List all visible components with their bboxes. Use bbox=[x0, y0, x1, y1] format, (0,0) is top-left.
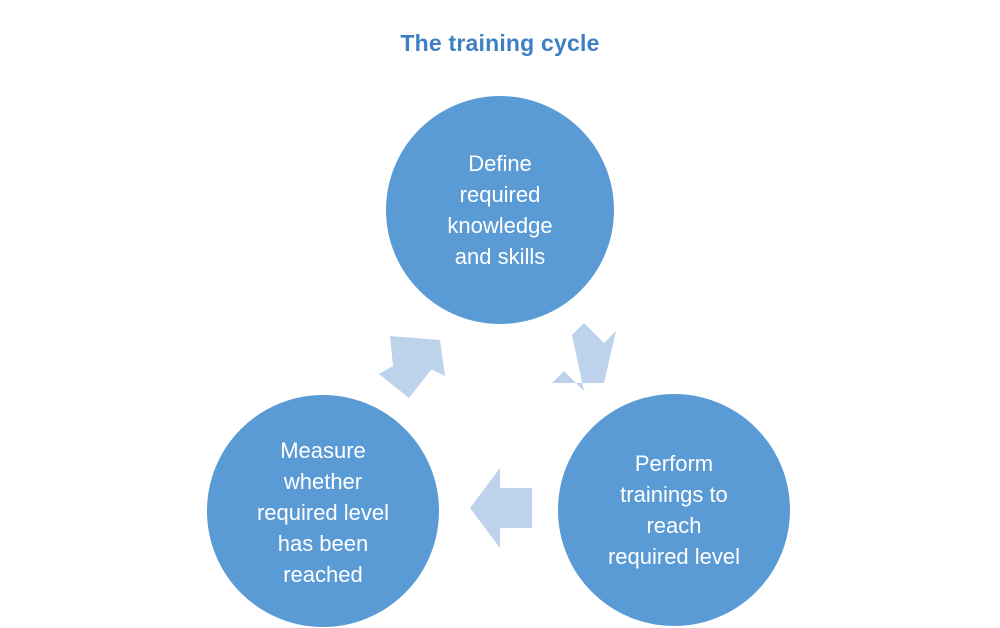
node-measure-line: required level bbox=[256, 499, 390, 525]
arrow-define-to-perform bbox=[552, 323, 616, 391]
node-define-line: required bbox=[459, 182, 541, 207]
node-define-line: knowledge bbox=[447, 213, 553, 238]
node-measure-text: Measure whether required level has been … bbox=[218, 432, 428, 592]
node-measure-line: Measure bbox=[280, 437, 366, 463]
node-measure-circle bbox=[205, 393, 441, 628]
node-define-line: Define bbox=[468, 151, 532, 176]
node-measure-line: whether bbox=[283, 468, 363, 494]
node-perform-lines: Perform trainings to reach required leve… bbox=[608, 448, 740, 572]
node-perform-line: trainings to bbox=[620, 482, 728, 507]
node-measure-lines: Measure whether required level has been … bbox=[257, 435, 389, 590]
node-perform-circle bbox=[556, 392, 792, 628]
node-perform-line: reach bbox=[646, 513, 702, 538]
node-define-line: and skills bbox=[454, 244, 546, 269]
node-define-text: Define required knowledge and skills bbox=[395, 140, 605, 280]
node-perform-text: Perform trainings to reach required leve… bbox=[569, 445, 779, 575]
node-perform-line: required level bbox=[607, 544, 741, 569]
node-define-lines: Define required knowledge and skills bbox=[447, 148, 552, 272]
node-perform-line: Perform bbox=[634, 451, 714, 476]
diagram-title: The training cycle bbox=[400, 30, 600, 56]
node-measure-line: reached bbox=[283, 561, 363, 587]
arrow-perform-to-measure bbox=[470, 468, 532, 548]
arrow-measure-to-define bbox=[379, 336, 445, 398]
node-define-circle bbox=[384, 94, 616, 326]
node-measure-line: has been bbox=[277, 530, 369, 556]
